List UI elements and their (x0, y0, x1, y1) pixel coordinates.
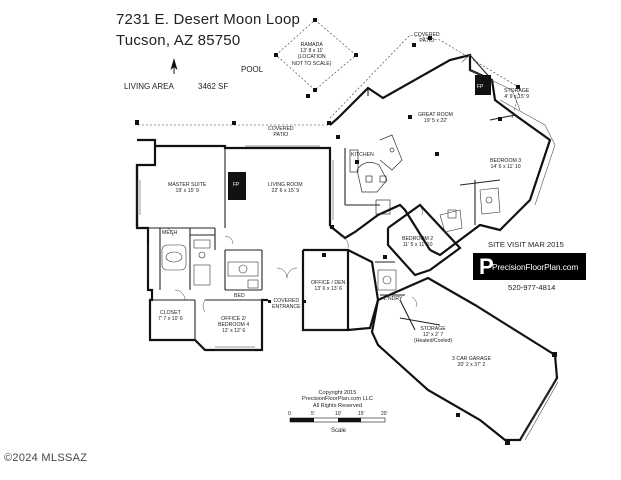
door-swings (164, 204, 423, 313)
bedroom-2-label: BEDROOM 2 11' 5 x 11' 10 (402, 236, 434, 249)
storage-mid-label: STORAGE 12' x 2' 7 (Heated/Cooled) (414, 326, 453, 345)
bathroom-fixtures (161, 187, 501, 291)
north-patio-outline (329, 34, 521, 119)
fireplace-label-2: FP (477, 84, 484, 90)
brand-letter: P (479, 254, 494, 279)
site-visit-label: SITE VISIT MAR 2015 (488, 240, 564, 249)
scale-label: Scale (331, 428, 347, 434)
scale-tick-15: 15' (358, 411, 365, 417)
brand-name: PrecisionFloorPlan.com (492, 262, 579, 272)
office-2-label: OFFICE 2/ BEDROOM 4 12' x 12' 6 (218, 316, 250, 335)
north-patio-label: COVERED PATIO (414, 32, 440, 45)
pool-label: POOL (241, 65, 264, 74)
kitchen-label: KITCHEN (351, 152, 374, 158)
scale-tick-0: 0 (288, 411, 291, 417)
great-room-label: GREAT ROOM 19' 5 x 22' (418, 112, 453, 125)
ramada-outline (275, 19, 357, 91)
address-line-2: Tucson, AZ 85750 (116, 32, 241, 49)
kitchen-fixtures (349, 134, 403, 215)
ramada-label: RAMADA 13' 8 x 11' (LOCATION NOT TO SCAL… (292, 42, 332, 67)
living-area-label: LIVING AREA (124, 82, 174, 91)
entrance-label: COVERED ENTRANCE (272, 298, 301, 311)
scale-tick-5: 5' (311, 411, 315, 417)
brand-phone: 520-977-4814 (508, 283, 556, 292)
garage-label: 3 CAR GARAGE 20' 2 x 37' 2 (452, 356, 491, 369)
living-room-label: LIVING ROOM 22' 6 x 15' 9 (268, 182, 303, 195)
storage-top-label: STORAGE 4' 9 x 15' 9 (504, 88, 530, 101)
scale-tick-10: 10' (335, 411, 342, 417)
laundry-label: L'NDRY (384, 296, 403, 302)
scale-bar (289, 417, 386, 423)
address-line-1: 7231 E. Desert Moon Loop (116, 11, 301, 28)
living-area-value: 3462 SF (198, 82, 229, 91)
north-arrow-icon (170, 58, 178, 74)
south-patio-label: COVERED PATIO (268, 126, 294, 139)
master-suite-label: MASTER SUITE 19' x 15' 9 (168, 182, 207, 195)
copyright-block: Copyright 2015 PrecisionFloorPlan.com LL… (302, 390, 373, 409)
mls-watermark: ©2024 MLSSAZ (4, 452, 88, 464)
fireplace-label: FP (233, 182, 240, 188)
mech-label: MECH (162, 230, 178, 236)
office-den-label: OFFICE / DEN 13' 6 x 13' 6 (311, 280, 346, 293)
scale-tick-20: 20' (381, 411, 388, 417)
closet-label: CLOSET 7' 7 x 10' 6 (158, 310, 183, 323)
bedroom-3-label: BEDROOM 3 14' 6 x 11' 10 (490, 158, 522, 171)
bed-small-label: BED (234, 293, 245, 299)
interior-walls (148, 54, 516, 340)
brand-logo: P PrecisionFloorPlan.com (473, 253, 586, 280)
